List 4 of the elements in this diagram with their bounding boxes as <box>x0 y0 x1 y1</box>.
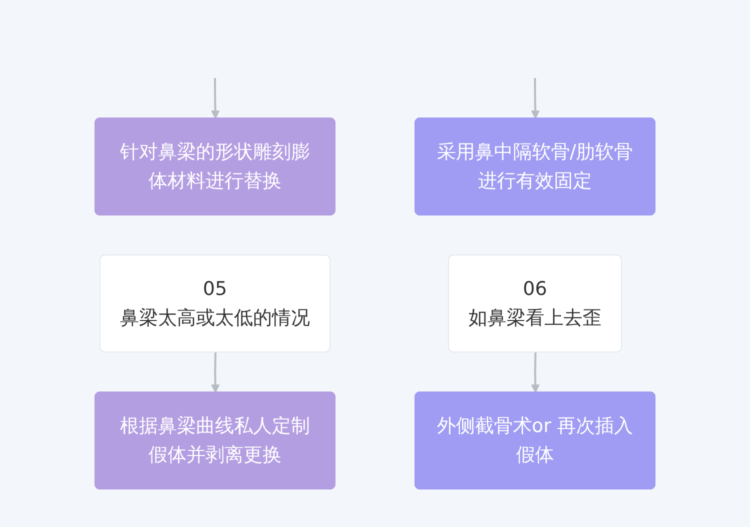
arrow <box>210 78 220 119</box>
arrow <box>530 352 540 393</box>
arrow <box>530 78 540 119</box>
arrow <box>210 352 220 393</box>
